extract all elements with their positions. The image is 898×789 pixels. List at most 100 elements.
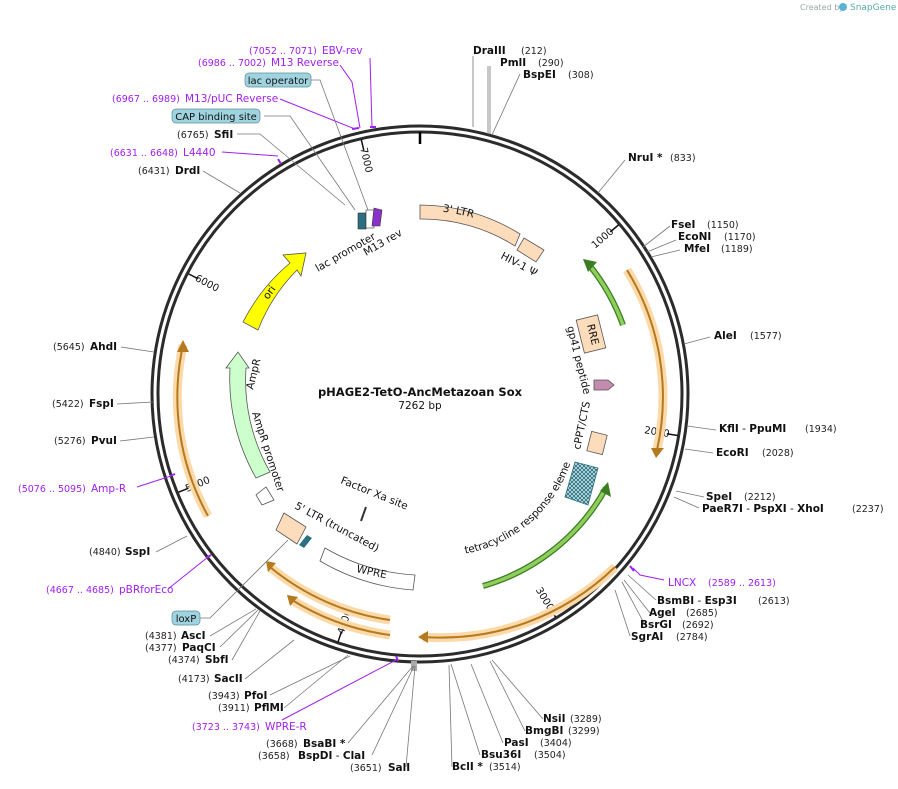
primer-m13puc-reverse: M13/pUC Reverse xyxy=(185,93,278,105)
cppt-cts-feature xyxy=(586,430,608,456)
site-sacii-pos: (4173) xyxy=(178,674,210,685)
primer-m13puc-reverse-range: (6967 .. 6989) xyxy=(112,94,180,105)
site-sacii: SacII xyxy=(214,673,243,685)
backbone-outer-ring xyxy=(150,124,690,664)
site-mfei-pos: (1189) xyxy=(721,244,753,255)
site-bspdi-pos: (3658) xyxy=(258,751,290,762)
site-pmli-pos: (290) xyxy=(538,58,564,69)
site-paer7i: PaeR7I - PspXI - XhoI xyxy=(702,503,824,515)
site-pasi: PasI xyxy=(504,737,529,749)
orf-arrow-bottom xyxy=(418,563,619,643)
primer-labels: (7052 .. 7071) EBV-rev (6986 .. 7002) M1… xyxy=(18,45,776,733)
site-bmgbi-pos: (3299) xyxy=(568,726,600,737)
rre-label: RRE xyxy=(584,323,601,347)
site-paqci: PaqCI xyxy=(182,642,216,654)
ampr-promoter-feature xyxy=(255,486,275,506)
site-spei-pos: (2212) xyxy=(744,492,776,503)
snapgene-logo-icon xyxy=(839,3,847,11)
site-pfoi: PfoI xyxy=(244,690,267,702)
site-agei-pos: (2685) xyxy=(686,608,718,619)
site-asci-pos: (4381) xyxy=(145,631,177,642)
plasmid-length: 7262 bp xyxy=(398,400,442,412)
site-pfoi-pos: (3943) xyxy=(208,691,240,702)
primer-m13-reverse: M13 Reverse xyxy=(271,57,339,69)
site-fsei-pos: (1150) xyxy=(707,220,739,231)
ampr-label: AmpR xyxy=(244,357,263,390)
tre-block xyxy=(564,461,599,506)
site-pvui: PvuI xyxy=(91,435,117,447)
site-bspei-pos: (308) xyxy=(568,70,594,81)
site-spei: SpeI xyxy=(706,491,732,503)
factor-xa-label: Factor Xa site xyxy=(339,475,410,513)
site-pmli: PmlI xyxy=(500,57,526,69)
primer-pbrforeco-range: (4667 .. 4685) xyxy=(46,585,114,596)
site-bsu36i: Bsu36I xyxy=(481,749,521,761)
site-bcli: BclI * xyxy=(452,761,483,773)
site-leaders xyxy=(116,56,717,768)
site-mfei: MfeI xyxy=(684,243,710,255)
primer-leaders xyxy=(136,57,665,721)
tick-mark-4000 xyxy=(337,631,343,643)
tick-label-6000: 6000 xyxy=(193,273,221,294)
site-bsabi: BsaBI * xyxy=(303,738,346,750)
green-arrow-lower xyxy=(482,487,608,588)
site-pflmi: PflMI xyxy=(254,702,284,714)
site-alei-pos: (1577) xyxy=(750,331,782,342)
orf-arrow-lower-left-2 xyxy=(287,595,391,640)
green-arrow-upper xyxy=(588,264,625,326)
ampr-feature xyxy=(225,351,271,479)
green-arrow-upper-head xyxy=(583,259,597,272)
site-nsii: NsiI xyxy=(543,713,566,725)
site-bcli-pos: (3514) xyxy=(489,762,521,773)
primer-l4440: L4440 xyxy=(183,147,216,159)
site-sspi: SspI xyxy=(125,546,150,558)
gp41-peptide-feature xyxy=(593,379,615,391)
site-bsmbi: BsmBI - Esp3I xyxy=(657,595,737,607)
site-econi: EcoNI xyxy=(678,231,711,243)
site-sbfi-pos: (4374) xyxy=(168,655,200,666)
m13-rev-feature xyxy=(371,207,383,227)
primer-wpre-r-range: (3723 .. 3743) xyxy=(192,722,260,733)
site-draiii-pos: (212) xyxy=(521,46,547,57)
site-paqci-pos: (4377) xyxy=(145,643,177,654)
site-asci: AscI xyxy=(181,630,206,642)
lac-operator-box-label: lac operator xyxy=(248,76,309,87)
site-bsrgi: BsrGI xyxy=(640,619,672,631)
tick-label-1000: 1000 xyxy=(590,226,617,251)
site-alei: AleI xyxy=(714,330,737,342)
site-labels: DraIII (212) PmlI (290) BspEI (308) NruI… xyxy=(52,45,884,774)
site-bsmbi-pos: (2613) xyxy=(758,596,790,607)
tick-mark-2000 xyxy=(666,432,678,437)
primer-lncx-range: (2589 .. 2613) xyxy=(708,578,776,589)
site-fspi-pos: (5422) xyxy=(52,399,84,410)
rre-feature xyxy=(575,314,607,354)
site-sspi-pos: (4840) xyxy=(89,547,121,558)
site-drdi-pos: (6431) xyxy=(138,166,170,177)
primer-amp-r-range: (5076 .. 5095) xyxy=(18,484,86,495)
primer-amp-r: Amp-R xyxy=(91,483,126,495)
green-arrow-lower-head xyxy=(600,482,611,497)
lac-operator-box xyxy=(244,72,312,88)
primer-wpre-r: WPRE-R xyxy=(265,721,307,733)
site-bspei: BspEI xyxy=(523,69,556,81)
3ltr-feature xyxy=(419,204,521,247)
site-paer7i-pos: (2237) xyxy=(852,504,884,515)
cap-binding-site-box xyxy=(171,108,261,124)
site-sgrai-pos: (2784) xyxy=(676,632,708,643)
primer-lncx: LNCX xyxy=(668,577,696,589)
site-drdi: DrdI xyxy=(175,165,200,177)
site-bmgbi: BmgBI xyxy=(525,725,563,737)
site-fspi: FspI xyxy=(89,398,114,410)
cap-binding-site-box-label: CAP binding site xyxy=(175,112,257,123)
site-kfli-pos: (1934) xyxy=(805,424,837,435)
site-draiii: DraIII xyxy=(473,45,506,57)
site-sbfi: SbfI xyxy=(205,654,229,666)
site-kfli: KflI - PpuMI xyxy=(719,423,786,435)
site-ecori-pos: (2028) xyxy=(762,448,794,459)
orf-arrow-lower-left-1 xyxy=(266,561,391,625)
site-pflmi-pos: (3911) xyxy=(218,703,250,714)
site-sfii: SfiI xyxy=(214,129,233,141)
credit-brand: SnapGene xyxy=(850,3,897,13)
site-pasi-pos: (3404) xyxy=(540,738,572,749)
